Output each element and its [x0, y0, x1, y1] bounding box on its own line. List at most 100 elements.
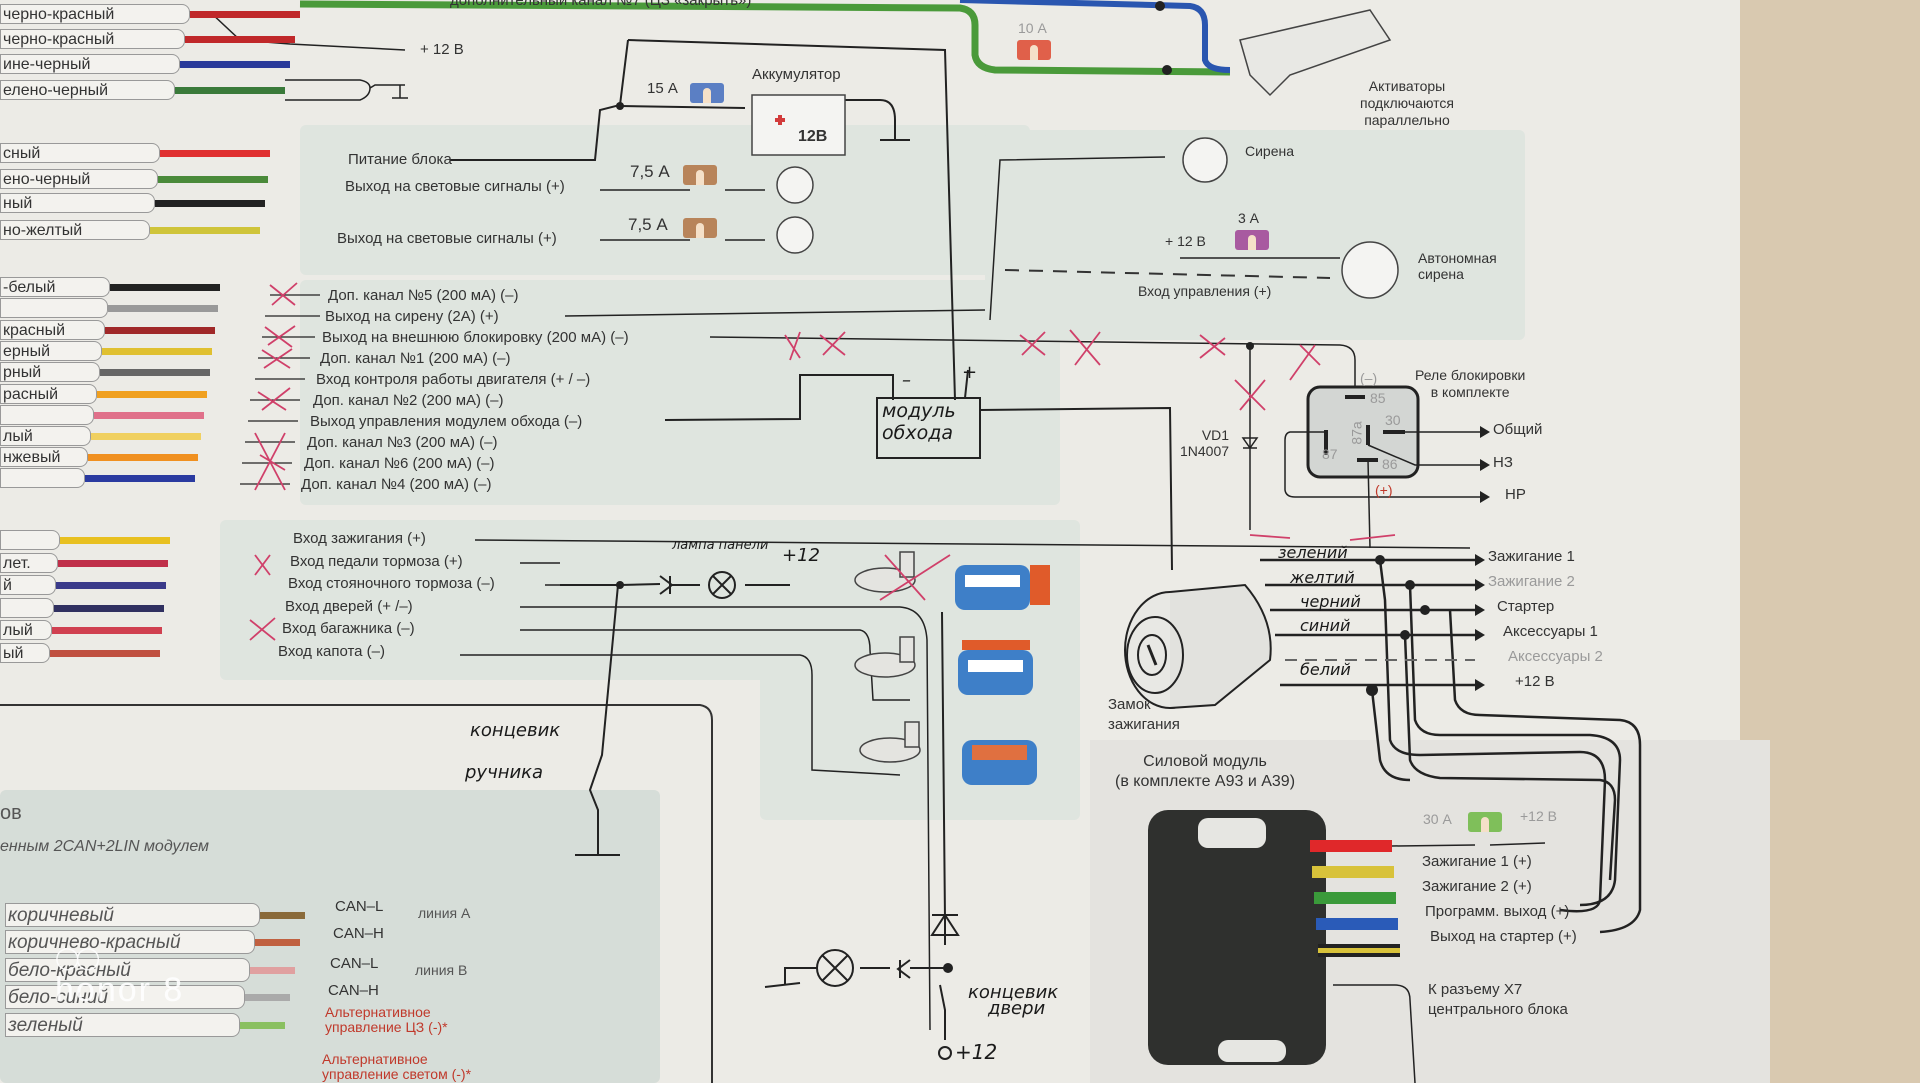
channel-label: Выход на сирену (2А) (+)	[325, 308, 499, 325]
relay-title: Реле блокировки в комплекте	[1415, 367, 1525, 401]
wire-stub	[58, 560, 168, 567]
header-partial-text: дополнительный канал №7 (ЦЗ «закрыть»)	[450, 0, 752, 9]
fuse-15a-icon	[690, 83, 724, 103]
connector-line: центрального блока	[1428, 1001, 1568, 1018]
light-output-label: Выход на световые сигналы (+)	[345, 178, 565, 195]
wire-stub	[160, 150, 270, 157]
wire-color-tag: ый	[0, 643, 50, 663]
input-label: Вход стояночного тормоза (–)	[288, 575, 495, 592]
wire-stub	[180, 61, 290, 68]
relay-minus: (–)	[1360, 370, 1378, 386]
ground-symbol	[822, 99, 910, 141]
hand-handbrake-1: концевик	[470, 720, 561, 741]
alt-line: Альтернативное	[325, 1004, 431, 1020]
wire-stub	[158, 176, 268, 183]
channel-label: Доп. канал №2 (200 мА) (–)	[313, 392, 504, 409]
wire-stub	[155, 200, 265, 207]
wire-stub	[91, 433, 201, 440]
alt-cz-label: Альтернативное управление ЦЗ (-)*	[325, 1005, 448, 1035]
wire-color-tag	[0, 298, 108, 318]
bulb-icon	[776, 216, 814, 254]
wire-stub	[94, 412, 204, 419]
wire-color-tag	[0, 598, 54, 618]
alt-line: управление ЦЗ (-)*	[325, 1019, 448, 1035]
wire-stub	[260, 912, 305, 919]
channel-label: Выход управления модулем обхода (–)	[310, 413, 583, 430]
can-h-b: CAN–H	[328, 982, 379, 999]
relay-output-no: НР	[1505, 486, 1526, 503]
wire-color-tag: й	[0, 575, 56, 595]
wire-stub	[88, 454, 198, 461]
wire-stub	[185, 36, 295, 43]
can-group-b: линия B	[415, 962, 468, 978]
channel-label: Вход контроля работы двигателя (+ / –)	[316, 371, 591, 388]
wire-stub	[50, 650, 160, 657]
ignition-lock-label: Замок зажигания	[1108, 695, 1180, 735]
wire-color-tag: ный	[0, 193, 155, 213]
lock-wire-green	[299, 0, 1231, 76]
can-wire-tag: коричневый	[5, 903, 260, 927]
note-line: параллельно	[1364, 112, 1450, 128]
relay-title-line: Реле блокировки	[1415, 367, 1526, 383]
wire-color-tag: нжевый	[0, 447, 88, 467]
can-wire-tag: коричнево-красный	[5, 930, 255, 954]
hand-wire-battery	[627, 39, 956, 401]
auto-siren-line: Автономная	[1418, 250, 1497, 266]
siren-icon	[1182, 137, 1228, 183]
hand-green: зелений	[1278, 543, 1348, 562]
fuse-light1-label: 7,5 А	[630, 162, 670, 181]
wire-color-tag: сный	[0, 143, 160, 163]
alt-line: управление светом (-)*	[322, 1066, 472, 1082]
ignition-output-label: Аксессуары 1	[1503, 623, 1598, 640]
bypass-line: модуль	[882, 400, 956, 422]
can-heading-partial: ов	[0, 802, 22, 824]
light-output-label: Выход на световые сигналы (+)	[337, 230, 557, 247]
auto-siren-label: Автономная сирена	[1418, 250, 1497, 282]
channel-label: Доп. канал №4 (200 мА) (–)	[301, 476, 492, 493]
power-module-title-line: (в комплекте А93 и А39)	[1115, 773, 1296, 790]
wire-stub	[190, 11, 300, 18]
wire-stub	[54, 605, 164, 612]
diode-line: VD1	[1201, 427, 1230, 443]
channel-label: Доп. канал №3 (200 мА) (–)	[307, 434, 498, 451]
channel-label: Доп. канал №5 (200 мА) (–)	[328, 287, 519, 304]
actuators-note: Активаторы подключаются параллельно	[1360, 78, 1454, 129]
ignition-lock-line: Замок	[1108, 696, 1151, 713]
wire-color-tag: лый	[0, 426, 91, 446]
bulb-icon	[776, 166, 814, 204]
wire-power-feed	[450, 39, 629, 161]
wire-color-tag: но-желтый	[0, 220, 150, 240]
can-group-a: линия А	[418, 905, 471, 921]
battery-icon	[751, 94, 846, 156]
fuse-light2-label: 7,5 А	[628, 215, 668, 234]
wire-color-tag	[0, 468, 85, 488]
bypass-minus: –	[902, 370, 911, 391]
connector-x7-label: К разъему X7 центрального блока	[1428, 980, 1568, 1020]
wire-color-tag: ине-черный	[0, 54, 180, 74]
can-h-a: CAN–H	[333, 925, 384, 942]
plus12-label: + 12 В	[420, 41, 464, 58]
can-wire-tag: бело-красный	[5, 958, 250, 982]
wire-stub	[52, 627, 162, 634]
note-line: Активаторы	[1368, 78, 1446, 94]
wire-color-tag: лый	[0, 620, 52, 640]
wire-color-tag	[0, 530, 60, 550]
wire-color-tag: ено-черный	[0, 169, 158, 189]
wire-stub	[150, 227, 260, 234]
wire-stub	[105, 327, 215, 334]
power-module-wire-label: Зажигание 1 (+)	[1422, 853, 1532, 870]
channels-panel	[300, 280, 1060, 505]
note-line: подключаются	[1360, 95, 1454, 111]
junction-dot	[1162, 65, 1172, 75]
ignition-output-label: Зажигание 2	[1488, 573, 1575, 590]
battery-voltage: 12В	[798, 128, 828, 145]
input-label: Вход капота (–)	[278, 643, 386, 660]
hand-yellow: желтий	[1290, 568, 1355, 587]
markup-crosses	[249, 282, 1396, 641]
wire-color-tag: черно-красный	[0, 29, 185, 49]
hand-plus12-door: +12	[955, 1040, 998, 1064]
wire-stub	[245, 994, 290, 1001]
power-module-wire-label: Выход на стартер (+)	[1430, 928, 1577, 945]
ignition-output-label: Зажигание 1	[1488, 548, 1575, 565]
